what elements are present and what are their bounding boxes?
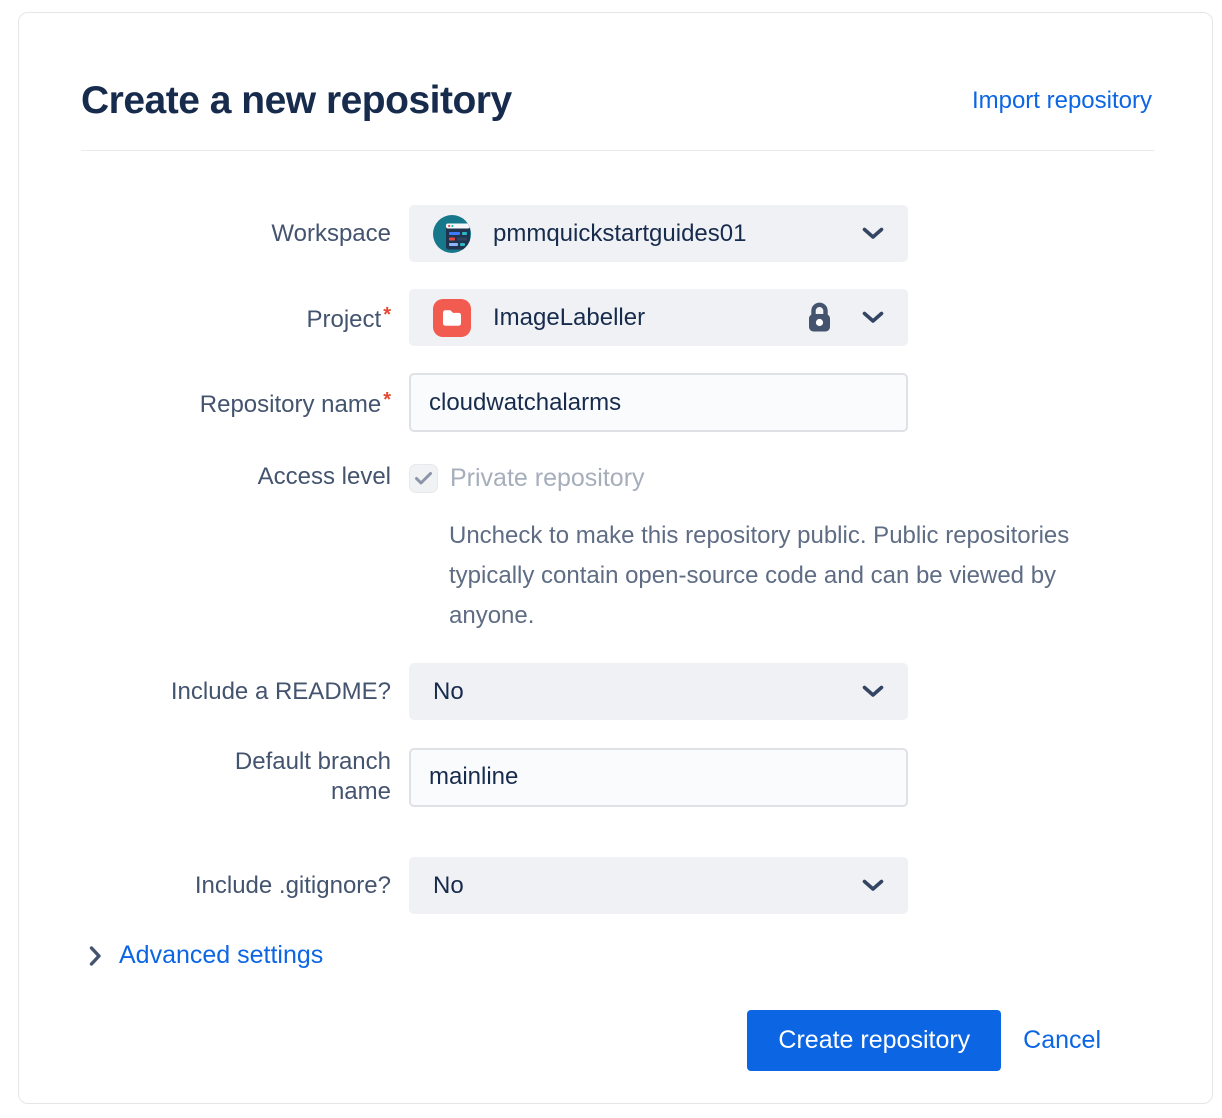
header-divider [81, 150, 1154, 151]
create-repository-button[interactable]: Create repository [747, 1010, 1002, 1071]
dialog-header: Create a new repository Import repositor… [81, 79, 1154, 123]
page-title: Create a new repository [81, 79, 512, 122]
chevron-down-icon [862, 227, 884, 240]
repository-name-row: Repository name* [81, 373, 1154, 432]
project-folder-icon [433, 298, 471, 337]
default-branch-input[interactable] [409, 747, 908, 807]
required-marker: * [383, 389, 391, 411]
create-repository-form: Workspace [81, 205, 1154, 1071]
access-level-row: Access level Private repository Uncheck … [81, 459, 1154, 636]
include-readme-label: Include a README? [170, 677, 391, 705]
workspace-value: pmmquickstartguides01 [493, 219, 747, 247]
include-readme-select[interactable]: No [409, 663, 908, 720]
workspace-row: Workspace [81, 205, 1154, 262]
include-gitignore-label: Include .gitignore? [194, 871, 391, 899]
include-gitignore-value: No [433, 871, 464, 899]
lock-icon [805, 301, 834, 334]
access-level-help-text: Uncheck to make this repository public. … [449, 522, 1070, 629]
repository-name-label: Repository name* [199, 389, 391, 418]
workspace-avatar-icon [433, 214, 471, 253]
advanced-settings-toggle[interactable]: Advanced settings [81, 941, 1154, 970]
private-repository-checkbox[interactable] [409, 463, 438, 493]
required-marker: * [383, 304, 391, 326]
workspace-label: Workspace [271, 219, 391, 247]
include-readme-value: No [433, 677, 464, 705]
advanced-settings-label: Advanced settings [119, 941, 324, 969]
project-value: ImageLabeller [493, 303, 646, 331]
include-gitignore-select[interactable]: No [409, 857, 908, 914]
workspace-select[interactable]: pmmquickstartguides01 [409, 205, 908, 262]
create-repository-dialog: Create a new repository Import repositor… [18, 12, 1213, 1104]
private-repository-label: Private repository [450, 463, 645, 492]
dialog-footer: Create repository Cancel [81, 1010, 1154, 1071]
project-row: Project* ImageLabeller [81, 289, 1154, 346]
repository-name-input[interactable] [409, 373, 908, 432]
project-select[interactable]: ImageLabeller [409, 289, 908, 346]
chevron-down-icon [862, 685, 884, 698]
chevron-down-icon [862, 311, 884, 324]
project-label: Project* [306, 304, 392, 333]
chevron-down-icon [862, 879, 884, 892]
default-branch-row: Default branch name [81, 747, 1154, 807]
chevron-right-icon [89, 945, 102, 967]
include-gitignore-row: Include .gitignore? No [81, 857, 1154, 914]
default-branch-label: Default branch name [234, 748, 391, 805]
cancel-button[interactable]: Cancel [1023, 1026, 1101, 1054]
access-level-label: Access level [257, 463, 391, 490]
import-repository-link[interactable]: Import repository [971, 87, 1152, 114]
include-readme-row: Include a README? No [81, 663, 1154, 720]
